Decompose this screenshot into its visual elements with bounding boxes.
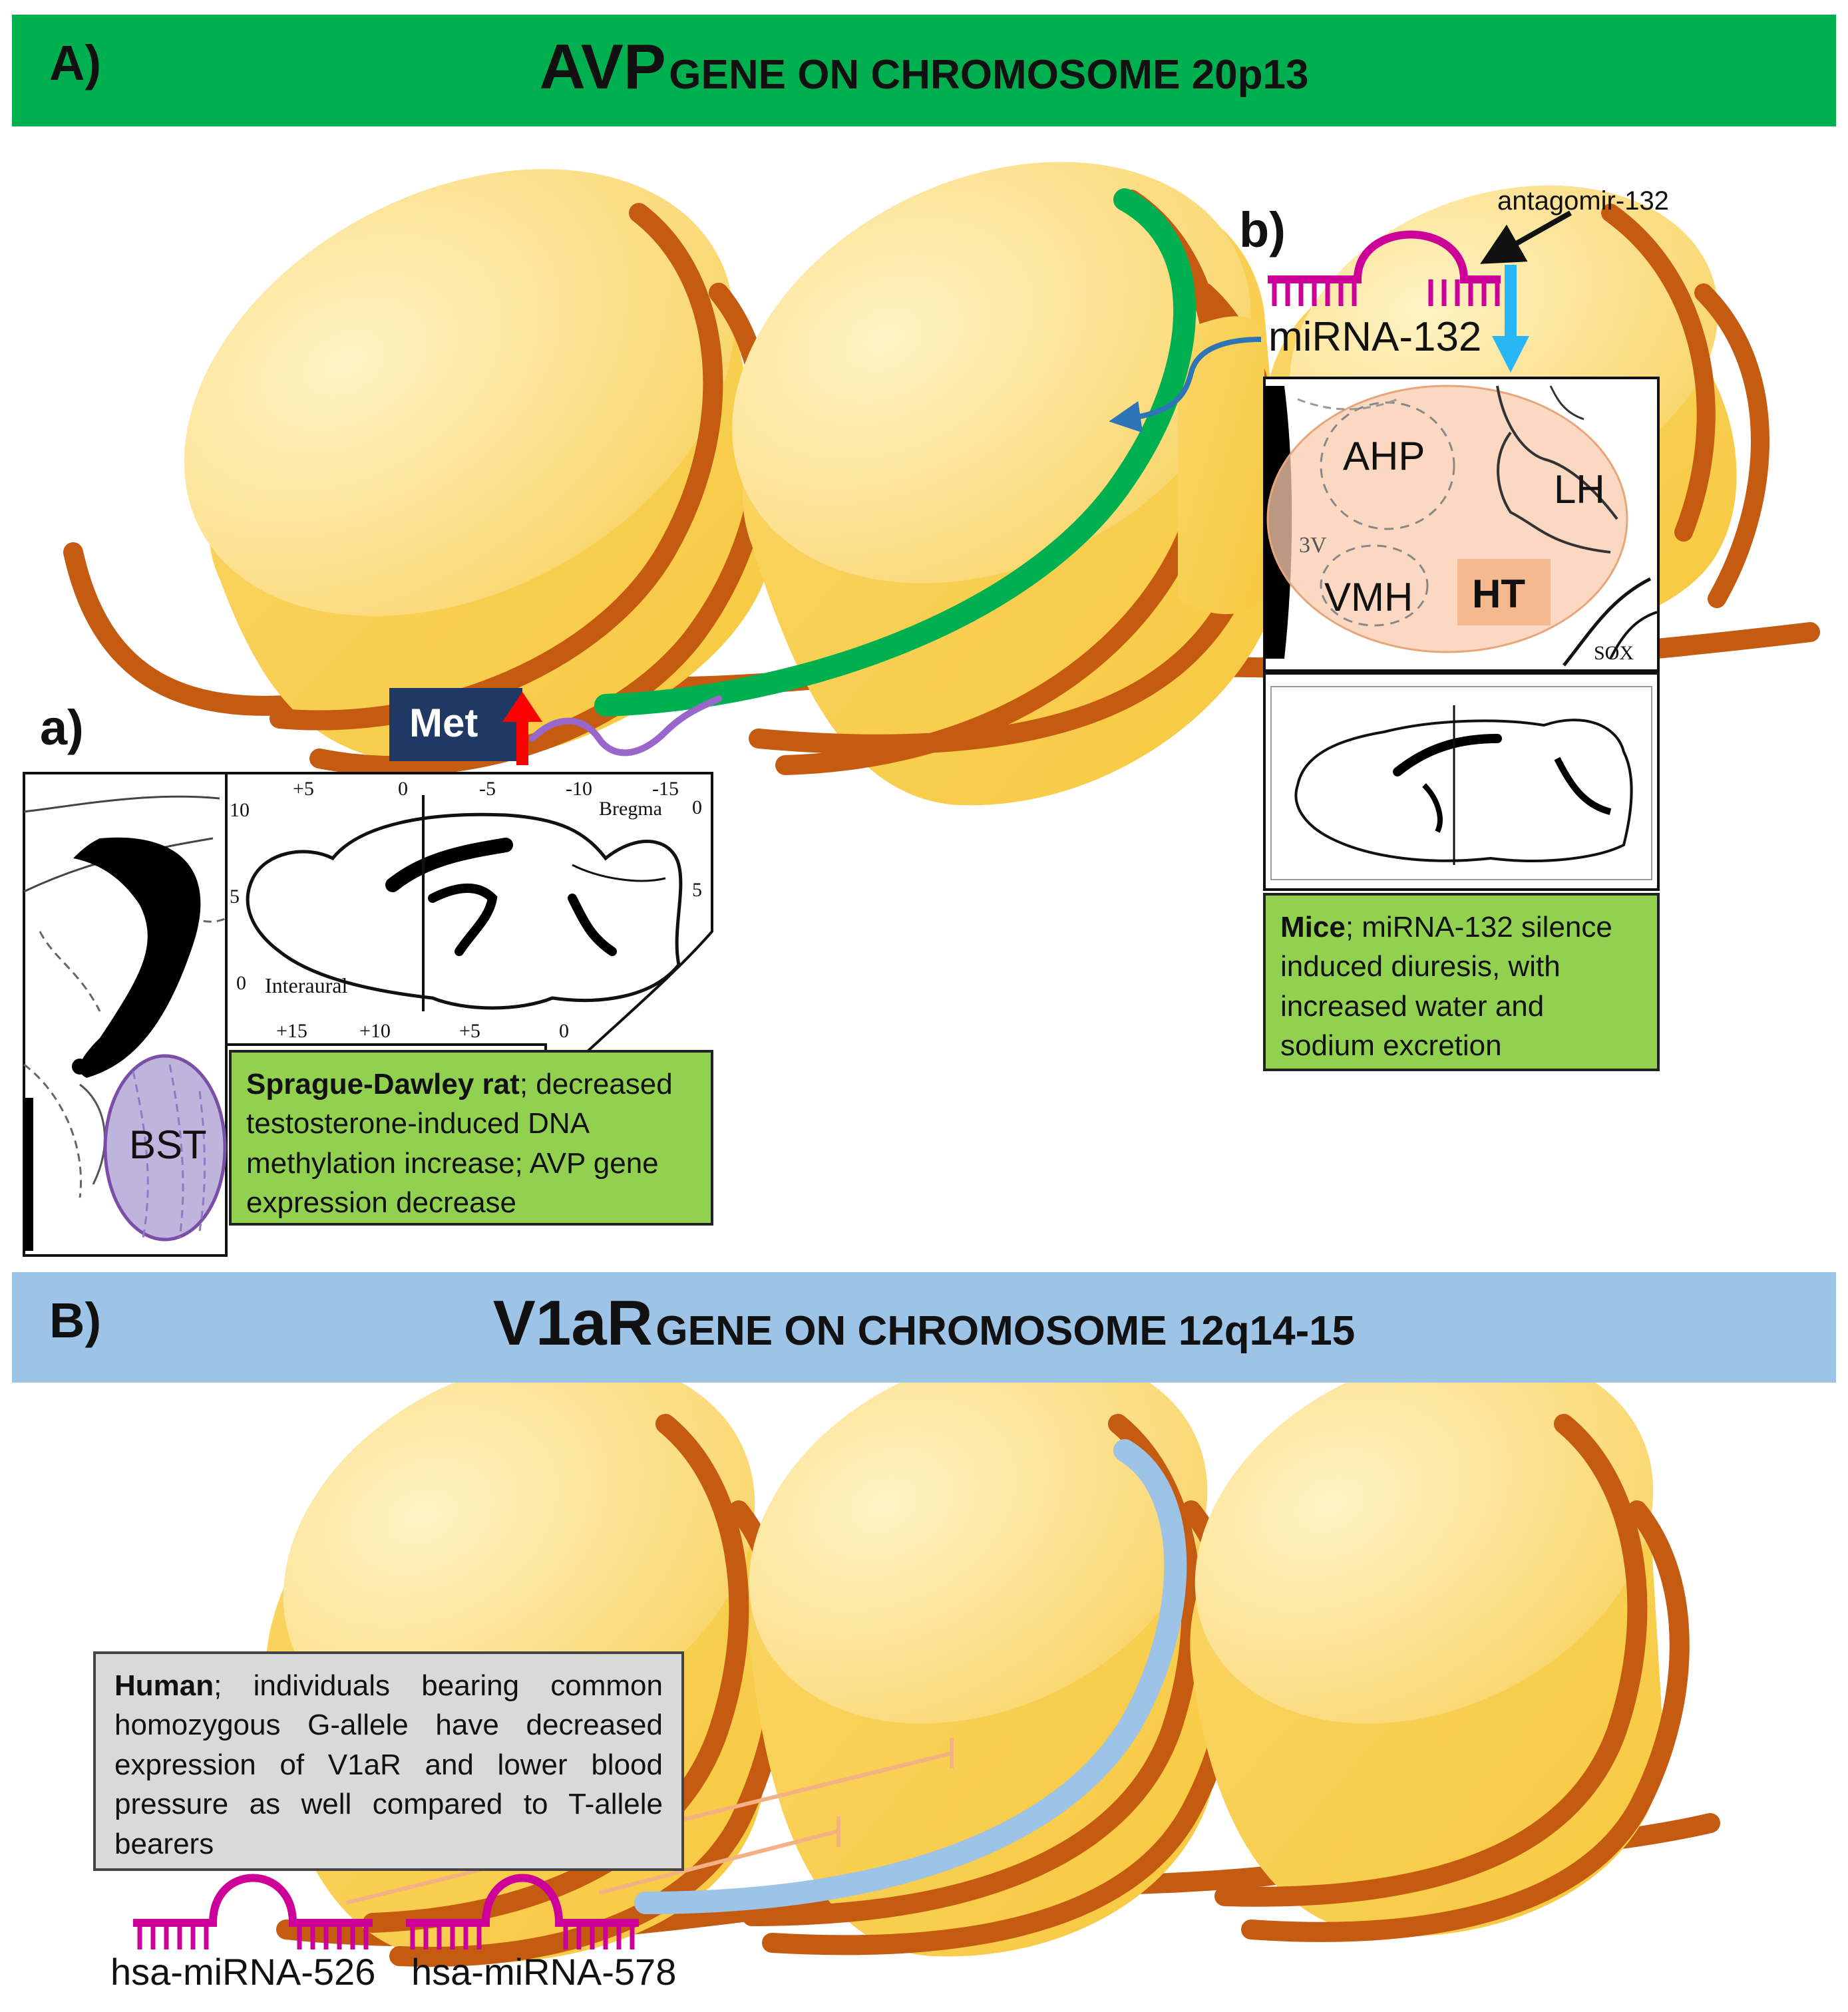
panel-b-arrows bbox=[1109, 210, 1572, 433]
antagomir-label: antagomir-132 bbox=[1497, 186, 1669, 216]
atlas-top-tick: 0 bbox=[398, 778, 408, 800]
mirna-132-label: miRNA-132 bbox=[1268, 314, 1482, 360]
atlas-right-tick: 5 bbox=[692, 879, 702, 901]
rat-caption-text: ; decreased testosterone-induced DNA met… bbox=[246, 1068, 673, 1220]
atlas-left-tick: 0 bbox=[236, 972, 246, 994]
mouse-sagittal-atlas bbox=[1263, 672, 1660, 891]
atlas-right-tick: 0 bbox=[692, 796, 702, 818]
rat-caption-species: Sprague-Dawley rat bbox=[246, 1068, 520, 1100]
panel-a-title: AVP GENE ON CHROMOSOME 20p13 bbox=[12, 31, 1836, 104]
met-label: Met bbox=[409, 701, 478, 745]
atlas-left-tick: 5 bbox=[230, 886, 240, 908]
atlas-bottom-tick: +5 bbox=[459, 1020, 480, 1042]
atlas-top-tick: -5 bbox=[479, 778, 496, 800]
atlas-top-tick: -10 bbox=[566, 778, 592, 800]
antagomir-arrow bbox=[1480, 210, 1572, 264]
ht-highlight bbox=[1457, 559, 1551, 625]
promoter-squiggle bbox=[529, 695, 722, 756]
mice-caption-text: ; miRNA-132 silence induced diuresis, wi… bbox=[1280, 911, 1612, 1063]
mice-caption-box: Mice; miRNA-132 silence induced diuresis… bbox=[1263, 893, 1660, 1071]
region-sox-label: SOX bbox=[1594, 642, 1634, 664]
atlas-top-tick: -15 bbox=[652, 778, 679, 800]
rat-sagittal-atlas bbox=[225, 772, 713, 1094]
human-caption-box: Human; individuals bearing common homozy… bbox=[93, 1651, 684, 1871]
panel-b-gene: V1aR bbox=[492, 1287, 653, 1359]
mirna-578-label: hsa-miRNA-578 bbox=[411, 1951, 677, 1993]
methylation-marker bbox=[389, 688, 542, 765]
atlas-top-tick: +5 bbox=[293, 778, 314, 800]
subpanel-a-letter: a) bbox=[40, 700, 84, 755]
atlas-interaural-label: Interaural bbox=[265, 973, 348, 997]
human-caption-species: Human bbox=[114, 1669, 214, 1702]
atlas-bottom-tick: +10 bbox=[359, 1020, 391, 1042]
atlas-bottom-tick: +15 bbox=[276, 1020, 307, 1042]
panel-b-chromatin bbox=[265, 1350, 1720, 1967]
panel-b-chromosome: GENE ON CHROMOSOME 12q14-15 bbox=[655, 1308, 1356, 1354]
atlas-bregma-label: Bregma bbox=[599, 798, 662, 820]
bst-section-image bbox=[23, 772, 228, 1257]
nucleosome-a3 bbox=[1178, 316, 1264, 615]
atlas-bottom-tick: 0 bbox=[559, 1020, 569, 1042]
panel-b-title: V1aR GENE ON CHROMOSOME 12q14-15 bbox=[12, 1287, 1836, 1360]
region-ahp-label: AHP bbox=[1343, 434, 1425, 478]
banner-panel-a: A) AVP GENE ON CHROMOSOME 20p13 bbox=[12, 15, 1836, 126]
met-increase-arrow bbox=[502, 692, 542, 765]
region-ht-label: HT bbox=[1472, 572, 1525, 616]
bst-label: BST bbox=[129, 1122, 207, 1167]
region-lh-label: LH bbox=[1554, 467, 1605, 512]
mirna-132-icon bbox=[1268, 230, 1501, 306]
atlas-left-tick: 10 bbox=[230, 799, 250, 821]
mirna-526-label: hsa-miRNA-526 bbox=[110, 1951, 376, 1993]
mirna-target-arrow bbox=[1109, 337, 1262, 433]
v1ar-gene-segment bbox=[634, 1439, 1187, 1914]
region-vmh-label: VMH bbox=[1324, 575, 1413, 619]
panel-a-gene: AVP bbox=[539, 31, 666, 102]
panel-b-letter: B) bbox=[49, 1293, 102, 1348]
subpanel-b-letter: b) bbox=[1239, 202, 1286, 257]
panel-a-chromosome: GENE ON CHROMOSOME 20p13 bbox=[669, 52, 1309, 98]
nucleosome-a1 bbox=[184, 169, 775, 776]
rat-caption-box: Sprague-Dawley rat; decreased testostero… bbox=[229, 1050, 713, 1226]
hypothalamus-section-image bbox=[1263, 377, 1660, 672]
mirna-526-icon bbox=[133, 1874, 373, 1949]
met-box bbox=[389, 688, 522, 761]
nucleosome-b3 bbox=[1190, 1350, 1690, 1942]
avp-gene-segment bbox=[594, 188, 1196, 717]
panel-a-letter: A) bbox=[49, 35, 102, 90]
human-caption-text: ; individuals bearing common homozygous … bbox=[114, 1669, 663, 1860]
region-3v-label: 3V bbox=[1299, 533, 1327, 558]
mice-caption-species: Mice bbox=[1280, 911, 1346, 943]
mirna-578-icon bbox=[406, 1874, 639, 1949]
inhibit-line-578 bbox=[598, 1829, 839, 1895]
banner-panel-b: B) V1aR GENE ON CHROMOSOME 12q14-15 bbox=[12, 1272, 1836, 1383]
